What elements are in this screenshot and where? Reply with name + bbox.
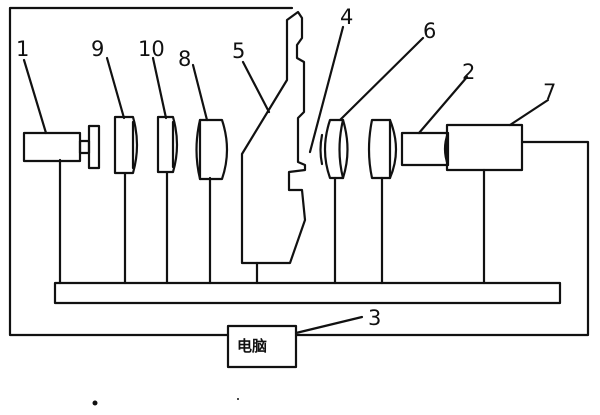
- label-10: 10: [138, 37, 165, 61]
- computer-label: 电脑: [237, 337, 267, 355]
- leader-10: [153, 58, 166, 118]
- control-wire-loop: [10, 8, 292, 335]
- label-5: 5: [232, 39, 245, 63]
- leader-6: [340, 38, 423, 120]
- detector: [447, 125, 522, 170]
- leader-1: [24, 60, 46, 133]
- optical-rail: [55, 283, 560, 303]
- lens-9: [115, 117, 137, 173]
- lens-6: [321, 120, 348, 178]
- leader-9: [107, 58, 124, 118]
- label-7: 7: [543, 80, 556, 104]
- leader-7: [510, 100, 548, 125]
- label-4: 4: [340, 5, 353, 29]
- label-2: 2: [462, 60, 475, 84]
- stray-dot: [237, 398, 239, 400]
- leader-5: [243, 62, 269, 112]
- leader-4: [310, 27, 343, 152]
- leader-2: [419, 77, 467, 133]
- computer-box: [228, 326, 296, 367]
- lens-10: [158, 117, 177, 172]
- stray-dot: [92, 400, 98, 406]
- label-3: 3: [368, 306, 381, 330]
- label-9: 9: [91, 37, 104, 61]
- light-source: [24, 126, 99, 168]
- label-1: 1: [16, 37, 29, 61]
- leader-8: [193, 65, 207, 120]
- detector-wire: [296, 142, 588, 335]
- leader-3: [296, 317, 362, 333]
- label-6: 6: [423, 19, 436, 43]
- lens-camera-side: [369, 120, 396, 178]
- camera: [402, 133, 448, 165]
- lens-8: [197, 120, 228, 179]
- label-8: 8: [178, 47, 191, 71]
- test-piece: [242, 12, 305, 263]
